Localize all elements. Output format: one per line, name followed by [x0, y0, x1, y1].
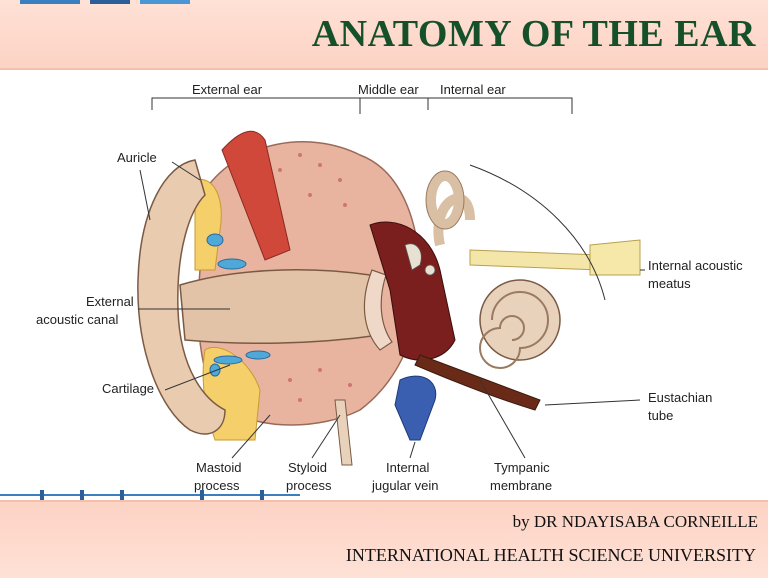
- label-eustachian-1: Eustachian: [648, 390, 712, 405]
- label-external-canal-1: External: [86, 294, 134, 309]
- skull-outline: [469, 164, 606, 301]
- footer-banner: [0, 500, 768, 578]
- label-eustachian-2: tube: [648, 408, 673, 423]
- label-auricle: Auricle: [117, 150, 157, 165]
- author-credit: by DR NDAYISABA CORNEILLE: [512, 512, 758, 531]
- ossicles: [404, 243, 436, 276]
- ear-illustration: External ear Middle ear Internal ear Aur…: [36, 82, 743, 493]
- page-title: ANATOMY OF THE EAR: [311, 13, 756, 55]
- external-canal: [179, 269, 381, 345]
- eustachian-tube-shape: [414, 354, 541, 411]
- auricle-shape: [137, 159, 226, 435]
- label-styloid-2: process: [286, 478, 332, 493]
- bottom-stripe-decoration: [0, 490, 300, 502]
- label-mastoid-2: process: [194, 478, 240, 493]
- middle-ear-cavity: [369, 221, 456, 361]
- label-styloid-1: Styloid: [288, 460, 327, 475]
- label-external-canal-2: acoustic canal: [36, 312, 118, 327]
- label-internal-ear: Internal ear: [440, 82, 506, 97]
- institution-name: INTERNATIONAL HEALTH SCIENCE UNIVERSITY: [345, 545, 756, 565]
- cartilage-marks: [206, 233, 271, 377]
- jugular-vein-shape: [394, 375, 437, 441]
- region-brackets: [151, 97, 573, 114]
- label-cartilage: Cartilage: [102, 381, 154, 396]
- label-middle-ear: Middle ear: [358, 82, 419, 97]
- label-mastoid-1: Mastoid: [196, 460, 242, 475]
- label-internal-meatus-2: meatus: [648, 276, 691, 291]
- label-tympanic-1: Tympanic: [494, 460, 550, 475]
- corner-decoration: [20, 0, 190, 4]
- label-internal-meatus-1: Internal acoustic: [648, 258, 743, 273]
- label-external-ear: External ear: [192, 82, 263, 97]
- leader-lines: [138, 161, 645, 459]
- semicircular-canals-outline: [425, 170, 465, 230]
- semicircular-canals: [426, 171, 475, 247]
- title-banner: ANATOMY OF THE EAR: [0, 0, 768, 70]
- temporal-muscle: [221, 130, 291, 261]
- tympanic-membrane-shape: [363, 269, 393, 351]
- cochlea: [479, 279, 561, 369]
- ear-diagram: External ear Middle ear Internal ear Aur…: [0, 70, 768, 496]
- label-jugular-1: Internal: [386, 460, 429, 475]
- label-jugular-2: jugular vein: [371, 478, 439, 493]
- label-tympanic-2: membrane: [490, 478, 552, 493]
- internal-acoustic-nerve: [469, 239, 641, 276]
- subcutaneous-tissue: [194, 178, 222, 271]
